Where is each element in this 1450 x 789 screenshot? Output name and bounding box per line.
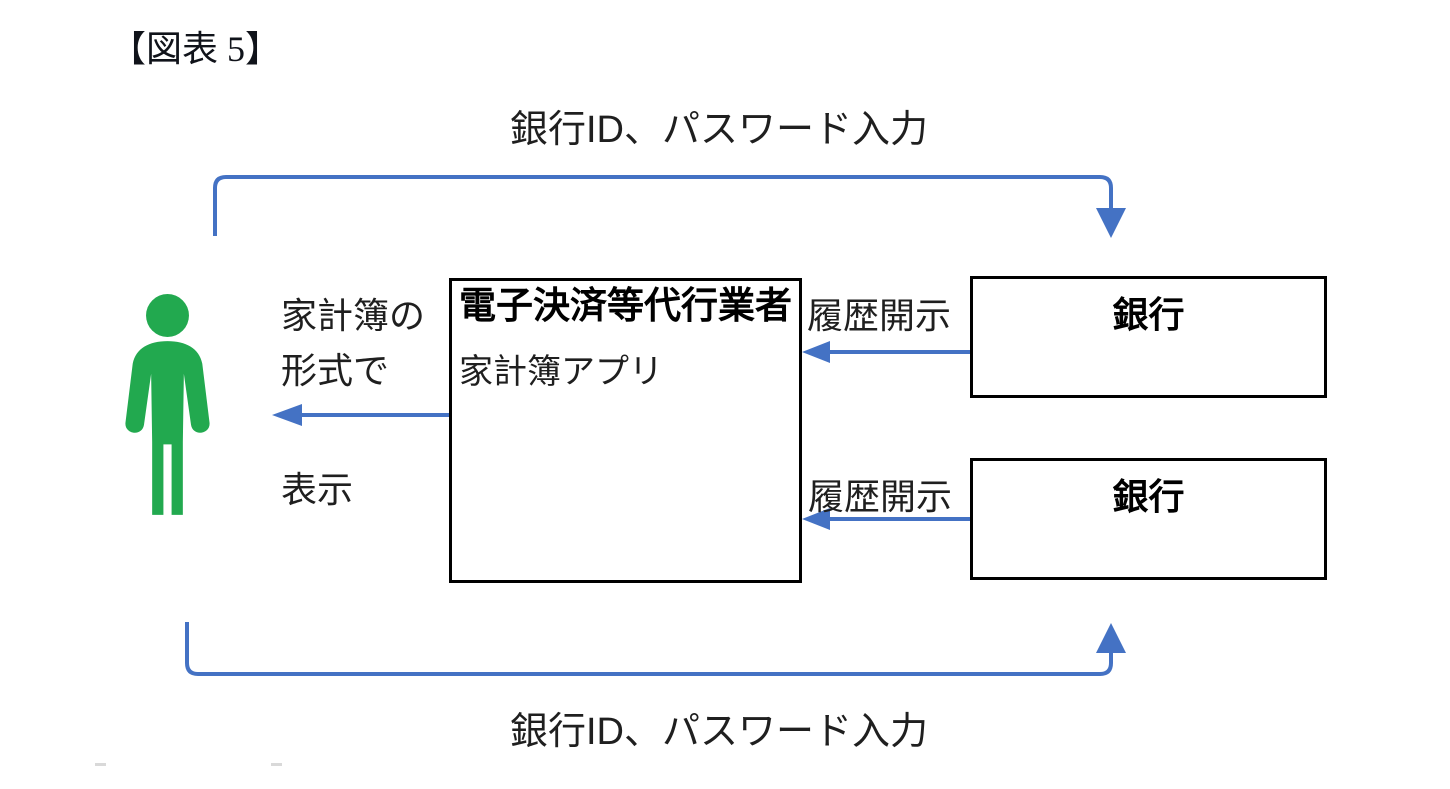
arrowhead-down-icon: [1096, 208, 1126, 238]
arrowhead-left-icon: [802, 508, 830, 530]
agency-box: 電子決済等代行業者 家計簿アプリ: [449, 278, 802, 583]
display-flow-label-line3: 表示: [281, 469, 354, 510]
agency-name: 電子決済等代行業者: [459, 285, 792, 326]
display-flow-label-line1: 家計簿の: [281, 295, 426, 336]
bottom-flow-arrow: [185, 622, 1126, 676]
arrowhead-up-icon: [1096, 623, 1126, 653]
top-flow-arrow: [213, 175, 1126, 238]
arrowhead-left-icon: [272, 404, 302, 426]
arrowhead-left-icon: [802, 341, 830, 363]
top-flow-label: 銀行ID、パスワード入力: [510, 109, 929, 151]
history-arrow-2: [802, 508, 970, 530]
bank-name-1: 銀行: [1112, 294, 1185, 335]
history-flow-label-1: 履歴開示: [807, 295, 952, 336]
history-flow-label-2: 履歴開示: [808, 476, 953, 517]
bank-box-1: 銀行: [970, 276, 1327, 398]
figure-title: 【図表 5】: [110, 29, 282, 69]
bank-box-2: 銀行: [970, 458, 1327, 580]
user-figure: [115, 293, 220, 518]
agency-app-name: 家計簿アプリ: [459, 352, 663, 391]
display-to-user-arrow: [272, 404, 449, 426]
cropped-text-artifact: [271, 763, 282, 766]
person-icon: [125, 294, 210, 515]
bottom-flow-label: 銀行ID、パスワード入力: [510, 711, 929, 753]
bank-name-2: 銀行: [1112, 476, 1185, 517]
cropped-text-artifact: [95, 763, 106, 766]
display-flow-label-line2: 形式で: [281, 350, 390, 391]
history-arrow-1: [802, 341, 970, 363]
